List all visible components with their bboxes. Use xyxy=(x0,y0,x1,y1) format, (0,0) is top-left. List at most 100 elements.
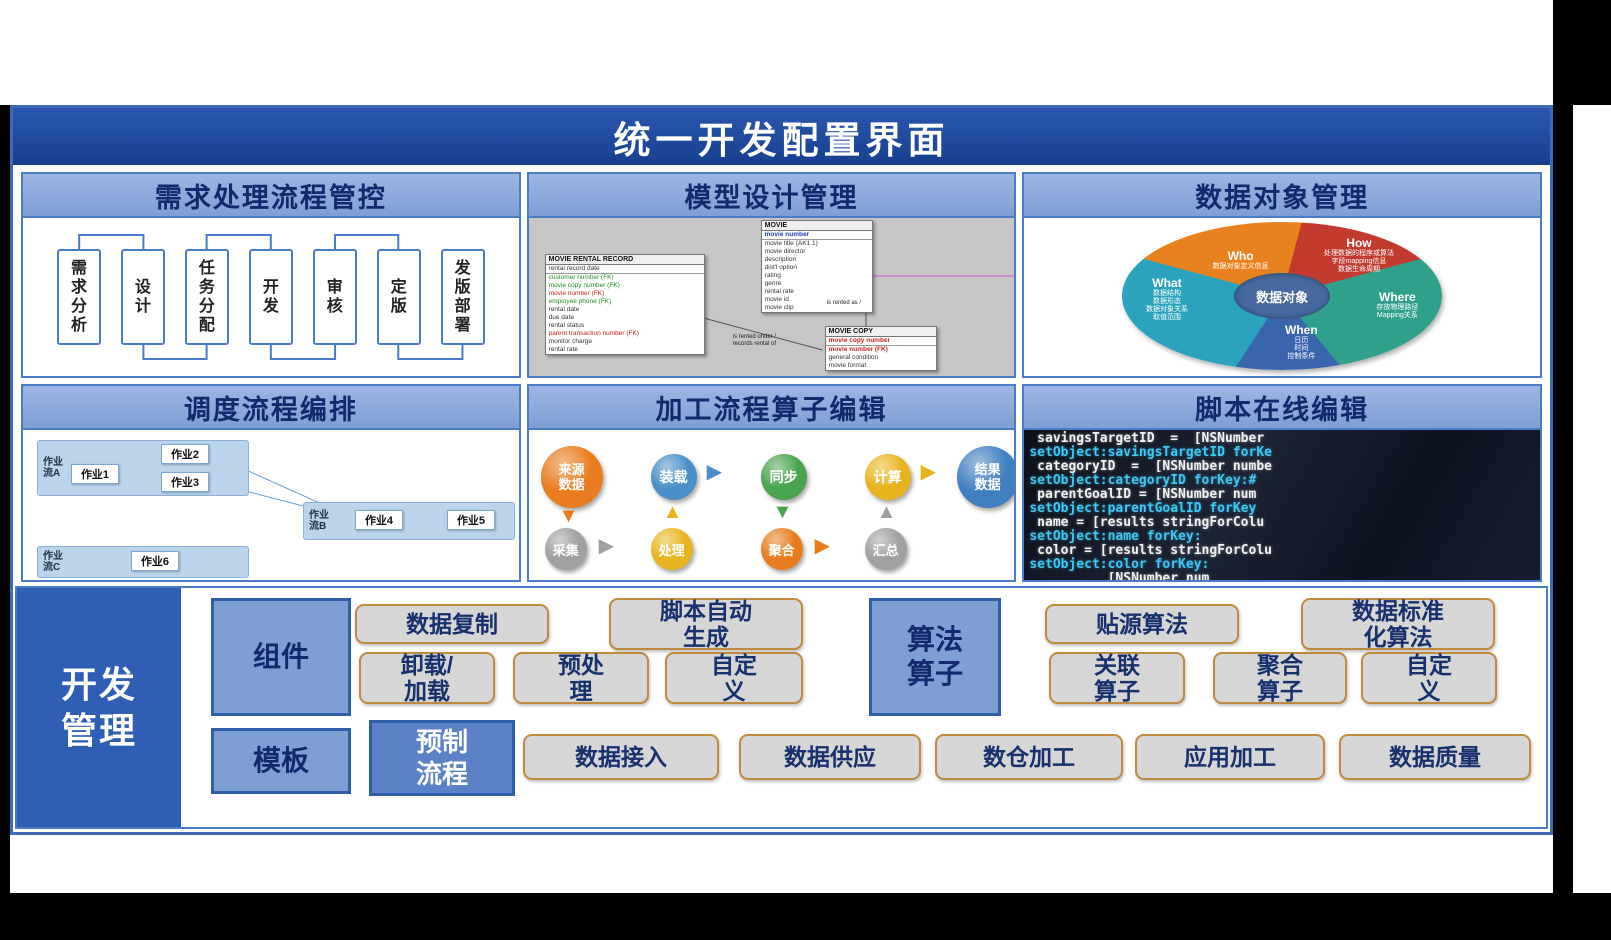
app-process-button[interactable]: 应用加工 xyxy=(1135,734,1325,780)
job-node-3: 作业3 xyxy=(161,472,209,492)
component-group-label: 组件 xyxy=(211,598,351,716)
operator-source-data: 来源 数据 xyxy=(540,446,603,508)
data-quality-button[interactable]: 数据质量 xyxy=(1339,734,1531,780)
er-field: general condition xyxy=(828,354,879,361)
er-field: description xyxy=(764,256,797,263)
operator-summary: 汇总 xyxy=(864,528,907,570)
er-field: rental date xyxy=(548,306,580,313)
operator-load: 装载 xyxy=(650,454,697,500)
panel-data-object-title: 数据对象管理 xyxy=(1024,174,1540,218)
panel-model-design-title: 模型设计管理 xyxy=(528,174,1015,218)
er-field: employee phone (FK) xyxy=(548,298,612,305)
er-field: movie title (AK1.1) xyxy=(764,240,818,247)
join-operator-button[interactable]: 关联 算子 xyxy=(1049,652,1185,704)
code-line: name = [results stringForColu xyxy=(1029,515,1265,530)
er-field: monitor charge xyxy=(548,338,593,345)
unload-load-button[interactable]: 卸载/ 加载 xyxy=(359,652,495,704)
data-object-canvas: Who 数据对象定义信息 How 处理数据的程序或算法 字段mapping信息 … xyxy=(1024,218,1540,376)
er-field: movie copy number xyxy=(825,337,936,346)
warehouse-process-button[interactable]: 数仓加工 xyxy=(935,734,1123,780)
code-line: setObject:savingsTargetID forKe xyxy=(1029,445,1272,460)
right-arrow-icon: ▶ xyxy=(706,461,723,483)
script-autogen-button[interactable]: 脚本自动 生成 xyxy=(609,598,803,650)
er-table-copy-name: MOVIE COPY xyxy=(825,327,936,337)
er-table-mrr-name: MOVIE RENTAL RECORD xyxy=(545,255,704,265)
pie-segment-who: Who 数据对象定义信息 xyxy=(1212,249,1269,271)
operator-collect: 采集 xyxy=(544,528,587,570)
job-flow-a-box: 作业流A xyxy=(37,440,249,496)
flow-connector-lines xyxy=(78,234,464,360)
job-node-6: 作业6 xyxy=(131,551,179,571)
panel-grid: 需求处理流程管控 需求分析设计任务分配开发审核定版发版部署 模型设计管理 xyxy=(21,172,1542,582)
right-arrow-icon: ▶ xyxy=(920,461,937,483)
dev-management-section: 开发 管理 组件 数据复制 脚本自动 生成 卸载/ 加载 预处 理 自定 义 算… xyxy=(15,586,1548,829)
panel-scheduling-title: 调度流程编排 xyxy=(23,386,519,430)
main-frame: 统一开发配置界面 需求处理流程管控 需求分析设计任务分配开发审核定版发版部署 xyxy=(10,105,1553,835)
er-field: movie id xyxy=(764,296,789,303)
code-line: categoryID = [NSNumber numbe xyxy=(1029,459,1272,474)
data-standardize-button[interactable]: 数据标准 化算法 xyxy=(1301,598,1495,650)
pie-center-label: 数据对象 xyxy=(1234,273,1331,319)
pie-segment-when: When 日历 时间 控制条件 xyxy=(1285,322,1318,360)
job-node-2: 作业2 xyxy=(161,444,209,464)
preset-flow-label: 预制 流程 xyxy=(369,720,515,796)
operator-process: 处理 xyxy=(650,528,693,570)
panel-requirements-title: 需求处理流程管控 xyxy=(23,174,519,218)
flow-step-box: 设计 xyxy=(120,249,165,345)
preprocess-button[interactable]: 预处 理 xyxy=(513,652,649,704)
letterbox-left-bar xyxy=(0,105,10,893)
algorithm-group-label: 算法 算子 xyxy=(869,598,1001,716)
operators-canvas: 来源 数据 装载 同步 计算 结果 数据 采集 处理 聚合 汇总 ▶ ▶ ▼ ▲… xyxy=(528,430,1015,580)
data-object-pie: Who 数据对象定义信息 How 处理数据的程序或算法 字段mapping信息 … xyxy=(1122,222,1443,370)
er-field: rental rate xyxy=(548,346,578,353)
data-supply-button[interactable]: 数据供应 xyxy=(739,734,921,780)
job-flow-c-label: 作业流C xyxy=(43,551,63,573)
code-line: parentGoalID = [NSNumber num xyxy=(1029,487,1257,502)
panel-data-object: 数据对象管理 Who 数据对象定义信息 How 处理数据的程序或算法 字段map… xyxy=(1022,172,1542,378)
er-field: rental record date xyxy=(545,265,704,274)
er-field: genre xyxy=(764,280,782,287)
code-line: color = [results stringForColu xyxy=(1029,543,1272,558)
page-title: 统一开发配置界面 xyxy=(13,108,1550,165)
up-arrow-icon: ▲ xyxy=(876,501,897,523)
custom-component-button[interactable]: 自定 义 xyxy=(665,652,803,704)
data-copy-button[interactable]: 数据复制 xyxy=(355,604,549,644)
er-relation-label: is rented under / records rental of xyxy=(732,334,777,347)
flow-step-list: 需求分析设计任务分配开发审核定版发版部署 xyxy=(23,218,519,376)
er-relation-label: is rented as / xyxy=(826,300,862,306)
er-table-movie-name: MOVIE xyxy=(761,221,872,231)
flow-step-box: 发版部署 xyxy=(440,249,485,345)
er-field: movie format xyxy=(828,362,867,369)
aggregate-operator-button[interactable]: 聚合 算子 xyxy=(1213,652,1347,704)
right-arrow-icon: ▶ xyxy=(598,535,615,557)
er-field: rental status xyxy=(548,322,585,329)
job-node-4: 作业4 xyxy=(355,510,403,530)
template-group-label: 模板 xyxy=(211,728,351,794)
letterbox-top-right-block xyxy=(1553,0,1611,105)
er-field: movie number (FK) xyxy=(548,290,605,297)
right-arrow-icon: ▶ xyxy=(814,535,831,557)
data-ingest-button[interactable]: 数据接入 xyxy=(523,734,719,780)
er-field: customer number (FK) xyxy=(548,274,614,281)
down-arrow-icon: ▼ xyxy=(772,501,793,523)
custom-algorithm-button[interactable]: 自定 义 xyxy=(1361,652,1497,704)
code-line: savingsTargetID = [NSNumber xyxy=(1029,431,1265,446)
code-line: [NSNumber num xyxy=(1029,571,1210,581)
letterbox-right-bar xyxy=(1553,105,1573,893)
source-algorithm-button[interactable]: 贴源算法 xyxy=(1045,604,1239,644)
flow-step-box: 定版 xyxy=(376,249,421,345)
er-field: movie clip xyxy=(764,304,794,311)
code-line: setObject:color forKey: xyxy=(1029,557,1210,572)
flow-step-box: 需求分析 xyxy=(57,249,101,345)
job-node-5: 作业5 xyxy=(447,510,495,530)
